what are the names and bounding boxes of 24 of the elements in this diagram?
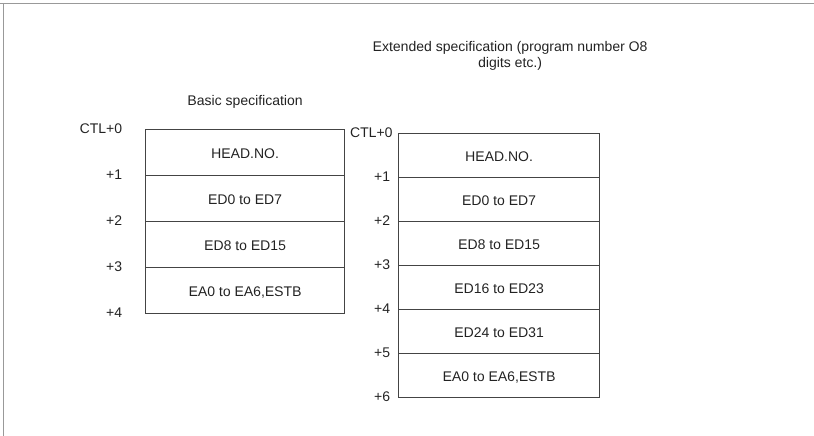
- offset-label: +4: [105, 304, 122, 320]
- register-cell: ED8 to ED15: [398, 221, 600, 266]
- offset-label: +2: [373, 212, 390, 228]
- register-cell: ED8 to ED15: [145, 221, 345, 268]
- offset-label: CTL+0: [78, 120, 122, 136]
- table-heading: Extended specification (program number O8 digits etc.): [372, 38, 648, 70]
- offset-label: +5: [373, 344, 390, 360]
- register-cell: EA0 to EA6,ESTB: [398, 353, 600, 398]
- offset-label: +1: [105, 166, 122, 182]
- offset-label: +6: [373, 388, 390, 404]
- register-cell: ED16 to ED23: [398, 265, 600, 310]
- offset-label: +1: [373, 168, 390, 184]
- offset-label: +3: [373, 256, 390, 272]
- register-cell: ED24 to ED31: [398, 309, 600, 354]
- register-cell: ED0 to ED7: [145, 175, 345, 222]
- offset-label: CTL+0: [350, 124, 390, 140]
- offset-label: +3: [105, 258, 122, 274]
- register-cell: HEAD.NO.: [145, 129, 345, 176]
- offset-label: +2: [105, 212, 122, 228]
- register-cell: HEAD.NO.: [398, 133, 600, 178]
- register-cell: EA0 to EA6,ESTB: [145, 267, 345, 314]
- register-cell: ED0 to ED7: [398, 177, 600, 222]
- table-heading: Basic specification: [186, 92, 304, 108]
- offset-label: +4: [373, 300, 390, 316]
